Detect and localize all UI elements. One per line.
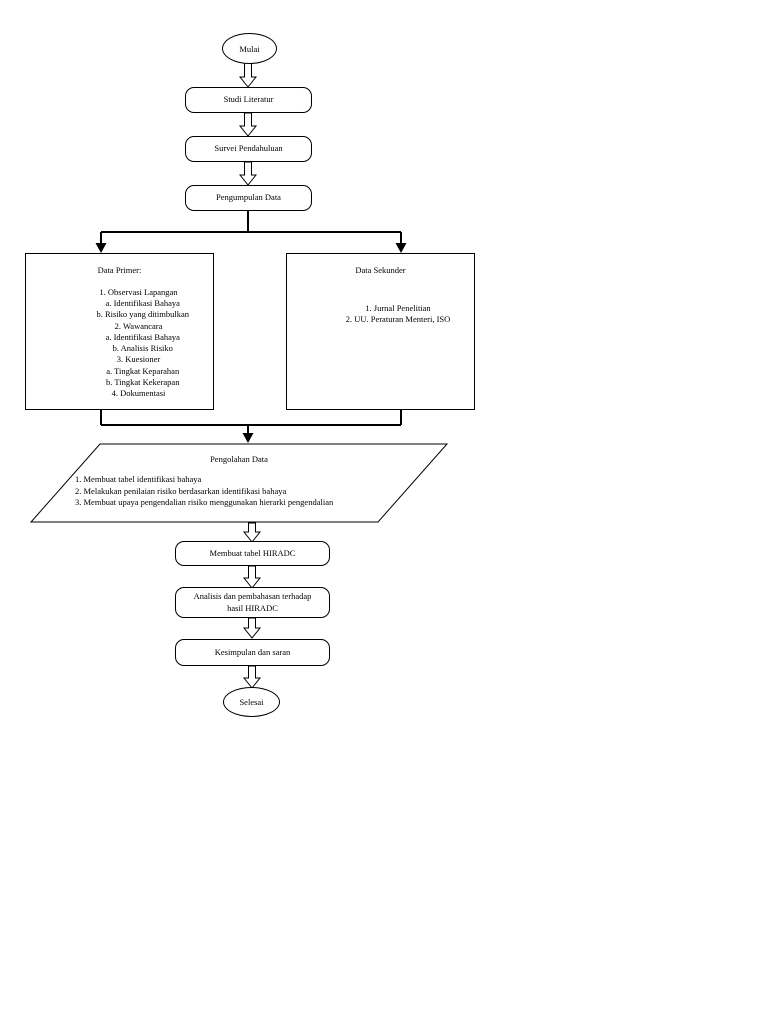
edge-hiradc-to-analisis xyxy=(242,565,262,589)
list-item: a. Identifikasi Bahaya xyxy=(97,331,180,342)
node-survei-pendahuluan[interactable]: Survei Pendahuluan xyxy=(185,136,312,162)
pengolahan-data-title: Pengolahan Data xyxy=(210,454,268,464)
data-sekunder-title: Data Sekunder xyxy=(355,265,406,275)
list-item: a. Identifikasi Bahaya xyxy=(97,298,180,309)
node-studi-literatur-label: Studi Literatur xyxy=(223,94,274,105)
list-item: 2. Wawancara xyxy=(114,320,163,331)
node-start[interactable]: Mulai xyxy=(222,33,277,64)
list-item: 4. Dokumentasi xyxy=(111,387,166,398)
list-item: a. Tingkat Keparahan xyxy=(97,365,180,376)
node-analisis-pembahasan[interactable]: Analisis dan pembahasan terhadap hasil H… xyxy=(175,587,330,618)
node-pengumpulan-data[interactable]: Pengumpulan Data xyxy=(185,185,312,211)
edge-data-merge xyxy=(100,410,402,443)
list-item: b. Tingkat Kekerapan xyxy=(97,376,180,387)
data-primer-title: Data Primer: xyxy=(97,265,142,275)
parallelogram-shape xyxy=(30,443,448,523)
node-end-label: Selesai xyxy=(239,697,264,707)
node-end[interactable]: Selesai xyxy=(223,687,280,717)
node-pengumpulan-data-label: Pengumpulan Data xyxy=(216,192,281,203)
list-item: 3. Kuesioner xyxy=(116,354,161,365)
node-data-primer[interactable]: Data Primer: 1. Observasi Lapangan a. Id… xyxy=(25,253,214,410)
list-item: 3. Membuat upaya pengendalian risiko men… xyxy=(75,497,334,508)
edge-pengumpulan-split xyxy=(95,211,407,253)
analisis-line-2: hasil HIRADC xyxy=(227,602,278,613)
edge-analisis-to-kesimpulan xyxy=(242,617,262,639)
data-sekunder-list: 1. Jurnal Penelitian 2. UU. Peraturan Me… xyxy=(287,303,474,325)
edge-kesimpulan-to-end xyxy=(242,665,262,689)
edge-pengolahan-to-hiradc xyxy=(242,522,262,543)
list-item: 1. Jurnal Penelitian xyxy=(365,303,431,313)
list-item: b. Analisis Risiko xyxy=(104,343,173,354)
node-membuat-tabel-hiradc[interactable]: Membuat tabel HIRADC xyxy=(175,541,330,566)
list-item: 2. UU. Peraturan Menteri, ISO xyxy=(345,314,451,325)
node-studi-literatur[interactable]: Studi Literatur xyxy=(185,87,312,113)
node-pengolahan-data[interactable]: Pengolahan Data 1. Membuat tabel identif… xyxy=(30,443,448,523)
edge-survei-to-pengumpulan xyxy=(238,161,258,186)
edge-start-to-studi-literatur xyxy=(238,62,258,88)
edge-studi-literatur-to-survei xyxy=(238,112,258,137)
node-start-label: Mulai xyxy=(239,43,260,54)
node-membuat-tabel-hiradc-label: Membuat tabel HIRADC xyxy=(209,547,296,558)
list-item: b. Risiko yang ditimbulkan xyxy=(87,309,190,320)
list-item: 2. Melakukan penilaian risiko berdasarka… xyxy=(75,485,287,496)
node-data-sekunder[interactable]: Data Sekunder 1. Jurnal Penelitian 2. UU… xyxy=(286,253,475,410)
node-analisis-pembahasan-label: Analisis dan pembahasan terhadap hasil H… xyxy=(194,591,312,613)
list-item: 1. Membuat tabel identifikasi bahaya xyxy=(75,474,202,484)
node-survei-pendahuluan-label: Survei Pendahuluan xyxy=(214,143,283,154)
node-kesimpulan-saran[interactable]: Kesimpulan dan saran xyxy=(175,639,330,666)
node-kesimpulan-saran-label: Kesimpulan dan saran xyxy=(214,646,291,657)
analisis-line-1: Analisis dan pembahasan terhadap xyxy=(193,591,312,602)
data-primer-list: 1. Observasi Lapangan a. Identifikasi Ba… xyxy=(26,287,213,399)
list-item: 1. Observasi Lapangan xyxy=(99,287,178,297)
pengolahan-data-list: 1. Membuat tabel identifikasi bahaya 2. … xyxy=(30,474,448,509)
